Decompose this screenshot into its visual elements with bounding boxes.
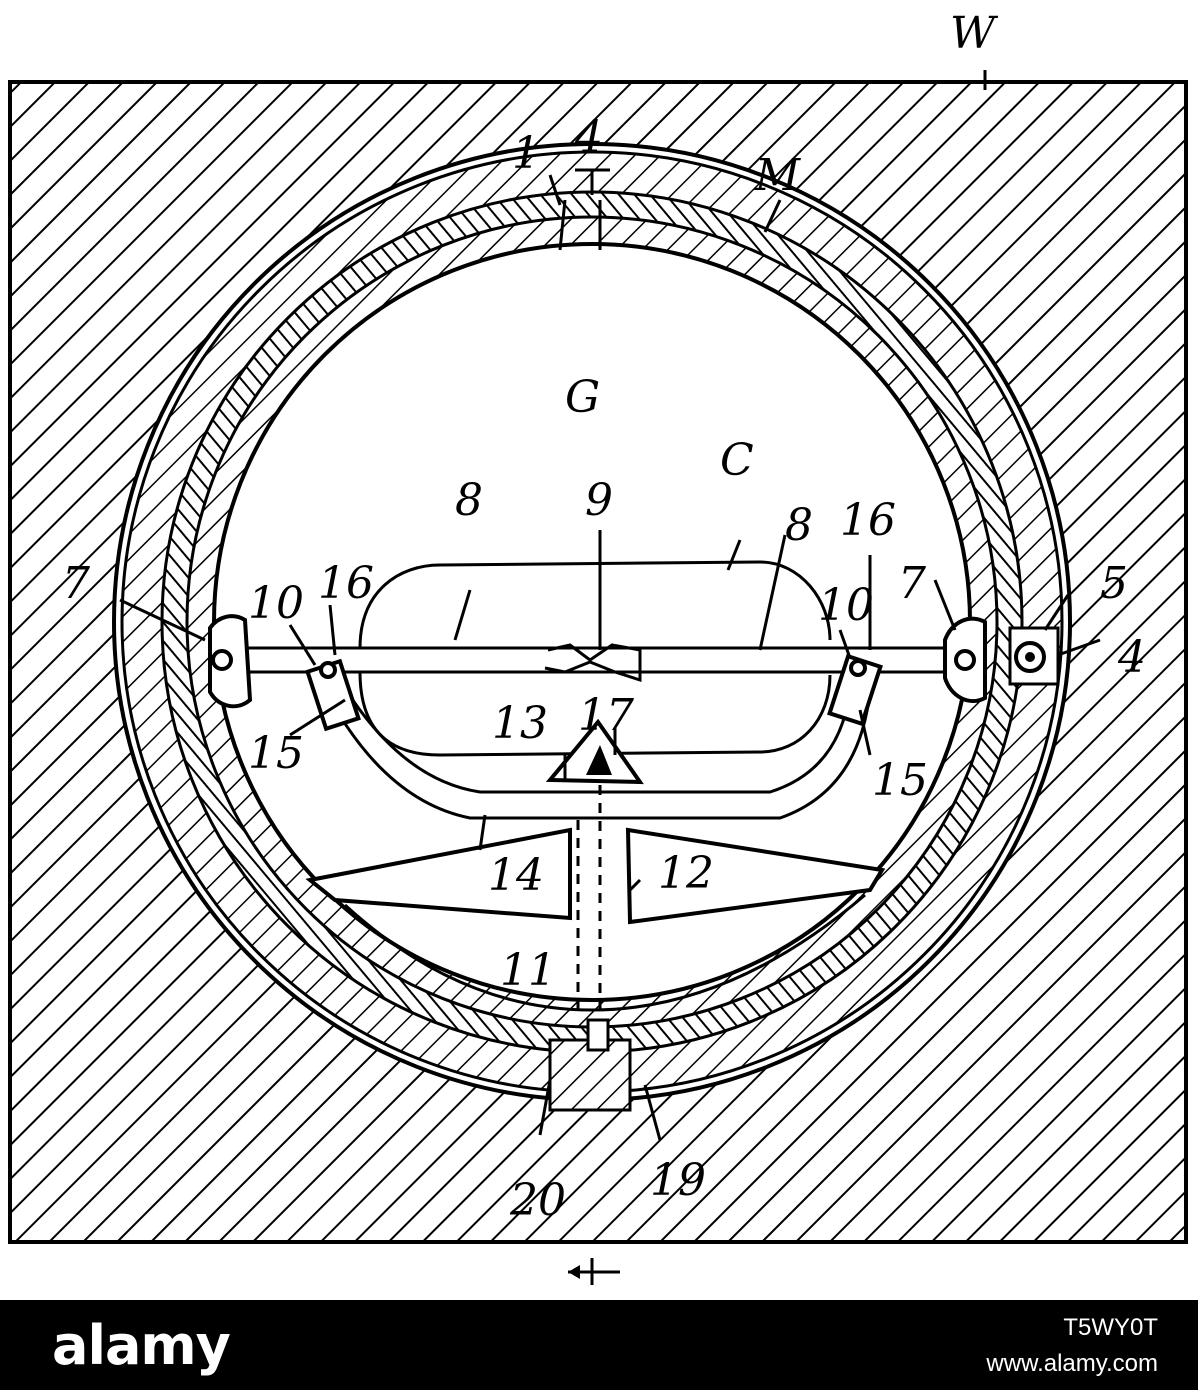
label-16-left: 16 xyxy=(318,558,374,609)
label-c: C xyxy=(720,435,754,486)
brand-url: www.alamy.com xyxy=(986,1350,1158,1377)
plumb-line xyxy=(576,785,602,1020)
label-8-left: 8 xyxy=(455,475,483,526)
label-4-right: 4 xyxy=(1117,632,1146,683)
label-7-left: 7 xyxy=(62,558,90,609)
knife-edge xyxy=(545,718,644,785)
bottom-lug xyxy=(548,1018,632,1112)
label-16-right: 16 xyxy=(840,495,896,546)
plate-14 xyxy=(305,827,572,921)
top-lug xyxy=(558,199,602,251)
label-g: G xyxy=(565,372,600,423)
plate-12 xyxy=(625,827,886,925)
leader-lines xyxy=(119,70,1101,1141)
label-20: 20 xyxy=(509,1175,566,1226)
label-7-right: 7 xyxy=(898,558,926,609)
diagram-figure: W M 1 4 G C 8 9 8 16 7 10 16 10 7 5 4 15… xyxy=(8,8,1188,1285)
label-10-left: 10 xyxy=(248,578,304,629)
label-12: 12 xyxy=(658,848,714,899)
label-15-left: 15 xyxy=(248,728,304,779)
capsule-c xyxy=(358,560,832,757)
label-19: 19 xyxy=(650,1155,706,1206)
label-13: 13 xyxy=(492,698,548,749)
outer-ring xyxy=(112,142,1072,1102)
label-4-top: 4 xyxy=(574,112,603,163)
label-17: 17 xyxy=(578,690,634,741)
swing-frame xyxy=(305,653,883,820)
pivot-right xyxy=(943,616,987,704)
brand-logo: alamy xyxy=(52,1314,231,1377)
bottom-arc xyxy=(343,893,866,1012)
section-arrow xyxy=(568,1258,620,1285)
label-9: 9 xyxy=(585,475,613,526)
label-15-right: 15 xyxy=(872,755,928,806)
label-w: W xyxy=(950,8,999,59)
watermark-footer: alamy T5WY0T www.alamy.com xyxy=(0,1300,1198,1390)
label-11: 11 xyxy=(500,945,556,996)
label-1: 1 xyxy=(512,128,540,179)
image-id: T5WY0T xyxy=(1063,1314,1158,1341)
label-8-right: 8 xyxy=(785,500,813,551)
label-10-right: 10 xyxy=(818,580,874,631)
label-m: M xyxy=(754,150,801,201)
pivot-left xyxy=(208,614,253,709)
label-5: 5 xyxy=(1100,558,1128,609)
label-14: 14 xyxy=(488,850,544,901)
